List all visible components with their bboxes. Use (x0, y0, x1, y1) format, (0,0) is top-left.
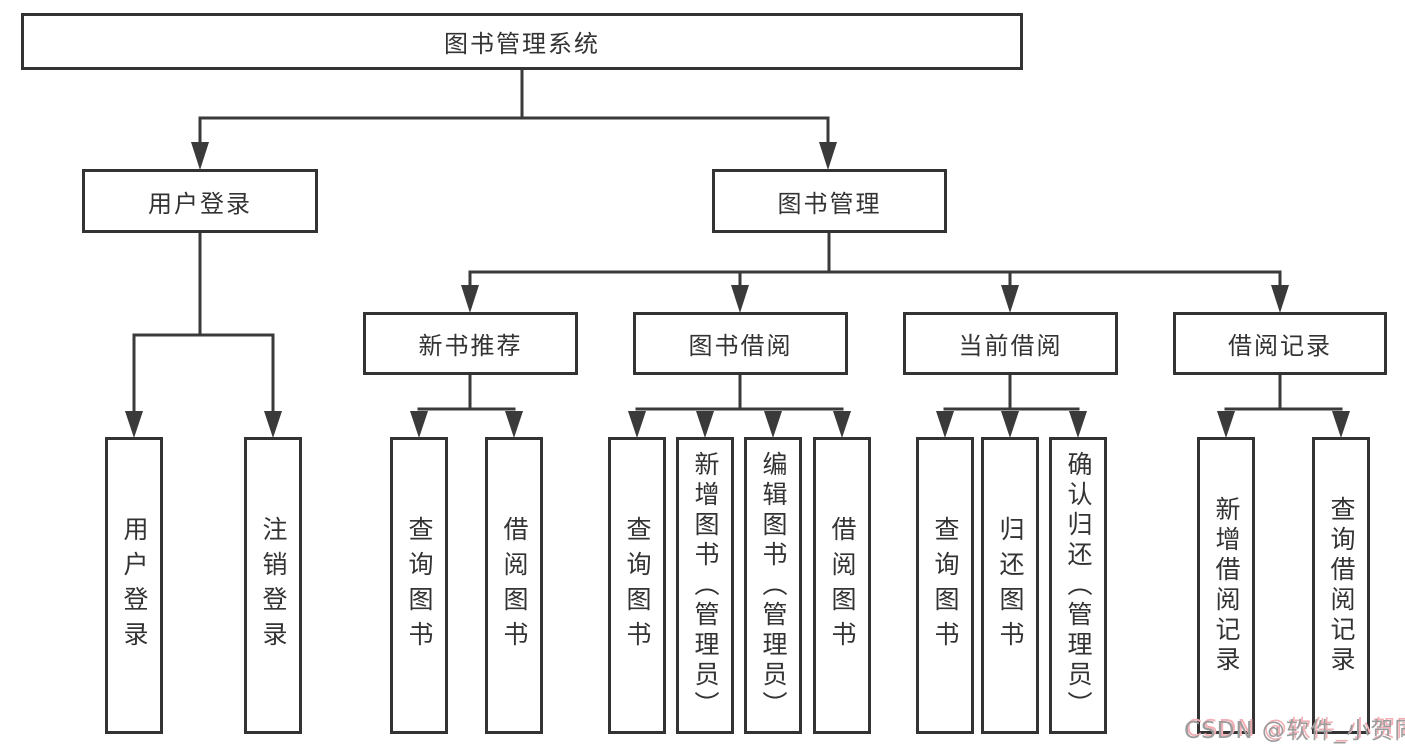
leaf-query-books-1: 查询图书 (390, 437, 448, 734)
leaf-query-books-3: 查询图书 (916, 437, 974, 734)
leaf-borrow-books-1: 借阅图书 (485, 437, 543, 734)
leaf-query-books-2: 查询图书 (608, 437, 666, 734)
leaf-return-books: 归还图书 (981, 437, 1039, 734)
node-borrow-records: 借阅记录 (1173, 312, 1387, 375)
leaf-query-borrow-record: 查询借阅记录 (1312, 437, 1370, 734)
leaf-add-book-admin: 新增图书（管理员） (676, 437, 734, 734)
leaf-borrow-books-2: 借阅图书 (813, 437, 871, 734)
node-book-management: 图书管理 (712, 169, 947, 233)
node-user-login: 用户登录 (82, 169, 318, 233)
leaf-confirm-return-admin: 确认归还（管理员） (1049, 437, 1107, 734)
node-root: 图书管理系统 (21, 13, 1023, 70)
leaf-edit-book-admin: 编辑图书（管理员） (744, 437, 802, 734)
node-current-borrowing: 当前借阅 (903, 312, 1118, 375)
node-new-book-recommend: 新书推荐 (363, 312, 578, 375)
watermark: CSDN @软件_小贺同学 (1184, 718, 1405, 744)
leaf-logout: 注销登录 (244, 437, 302, 734)
node-book-borrowing: 图书借阅 (633, 312, 848, 375)
leaf-add-borrow-record: 新增借阅记录 (1197, 437, 1255, 734)
leaf-user-login: 用户登录 (105, 437, 163, 734)
